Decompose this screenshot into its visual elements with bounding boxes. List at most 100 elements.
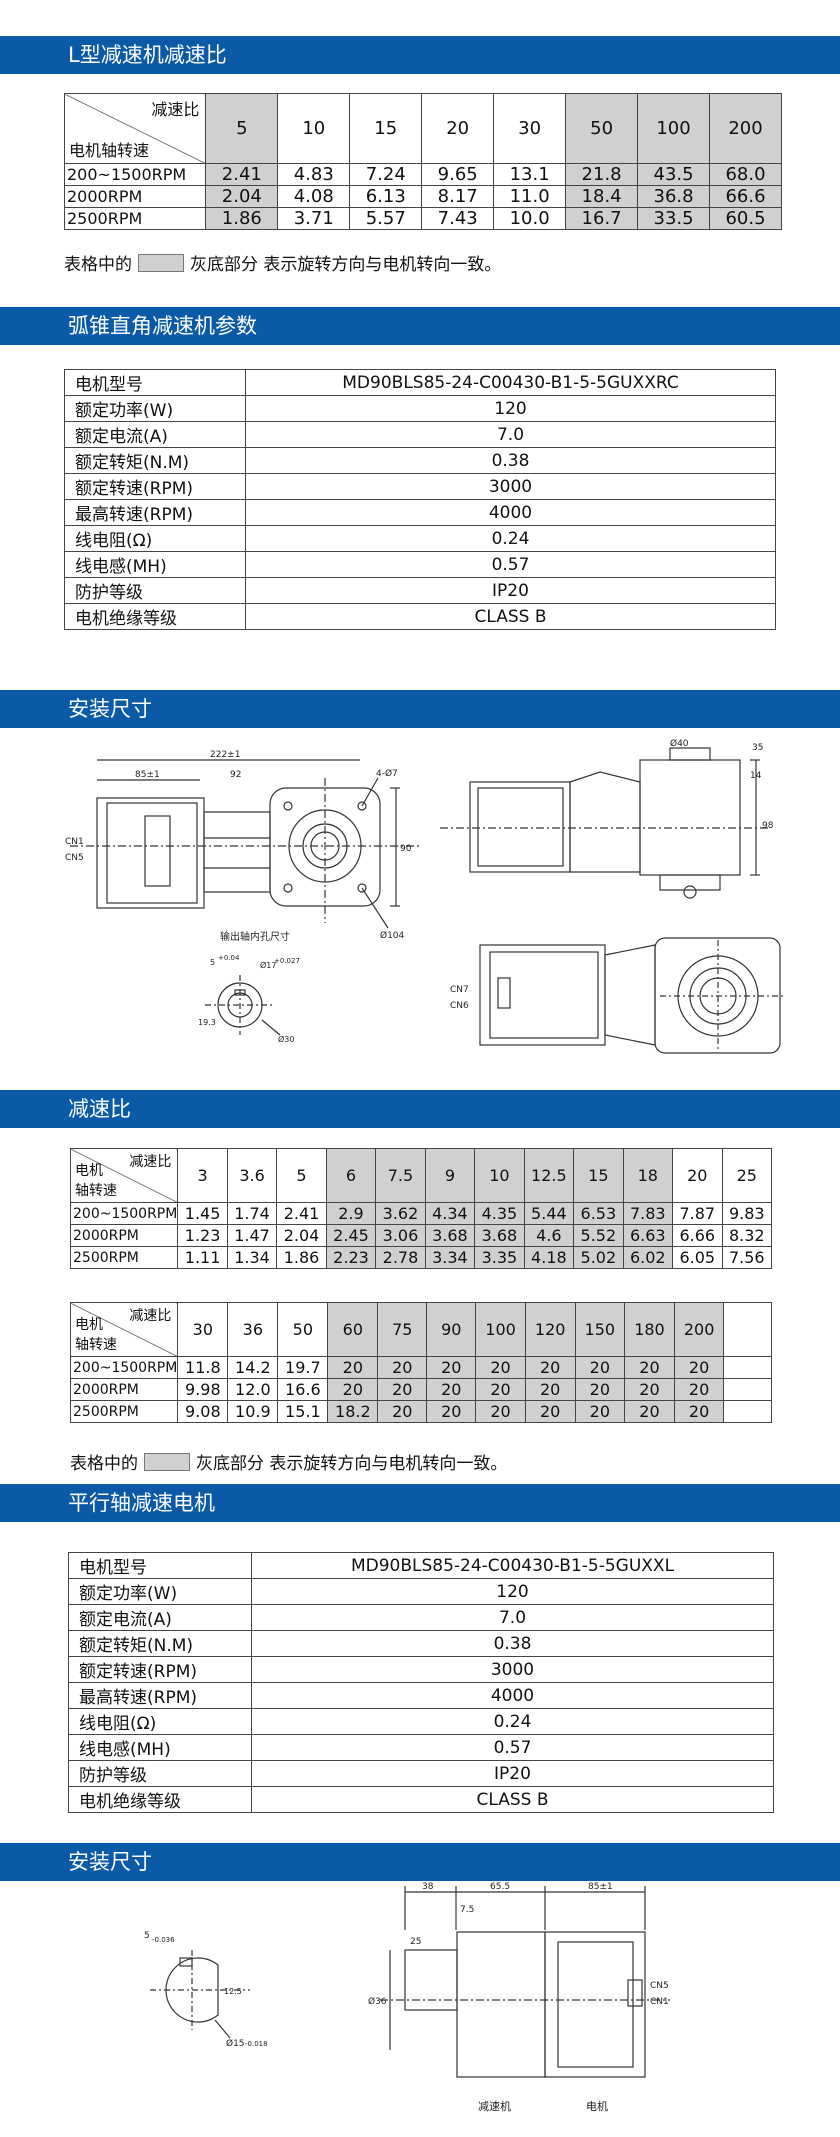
legend-note-2: 表格中的灰底部分 表示旋转方向与电机转向一致。 xyxy=(70,1449,507,1474)
ratio-value: 6.13 xyxy=(349,185,423,208)
ratio-header: 75 xyxy=(377,1302,428,1357)
spec-value: MD90BLS85-24-C00430-B1-5-5GUXXL xyxy=(251,1552,774,1579)
dim-85: 85±1 xyxy=(135,770,160,780)
drawing-parallel-side: 38 65.5 85±1 7.5 25 Ø36 CN5 CN1 减速机 电机 xyxy=(368,1882,670,2113)
speed-label: 200~1500RPM xyxy=(69,1202,179,1225)
ratio-header: 15 xyxy=(349,93,423,164)
spec-key: 防护等级 xyxy=(68,1760,252,1787)
dim-key-5: 5 xyxy=(210,958,215,967)
ratio-value: 2.23 xyxy=(325,1246,377,1269)
ratio-value: 20 xyxy=(673,1400,725,1423)
table-row: 额定转速(RPM)3000 xyxy=(64,473,776,500)
table-row: 线电感(MH)0.57 xyxy=(68,1734,774,1761)
speed-label: 2500RPM xyxy=(69,1400,179,1423)
ratio-value xyxy=(723,1400,772,1423)
ratio-value: 2.78 xyxy=(375,1246,426,1269)
section-header-l-ratio: L型减速机减速比 xyxy=(0,36,840,74)
dim-19-3: 19.3 xyxy=(198,1018,216,1027)
ratio-value: 20 xyxy=(624,1378,675,1401)
label-reducer: 减速机 xyxy=(478,2099,511,2113)
ratio-value: 2.41 xyxy=(276,1202,327,1225)
drawing-right-angle-front: 222±1 85±1 92 4-Ø7 90 Ø104 CN1 CN5 xyxy=(65,750,420,941)
ratio-header: 200 xyxy=(673,1302,725,1357)
dim-35: 35 xyxy=(752,743,763,753)
ratio-header: 50 xyxy=(565,93,639,164)
ratio-value: 5.44 xyxy=(523,1202,575,1225)
section-header-spec1: 弧锥直角减速机参数 xyxy=(0,307,840,345)
spec-value: CLASS B xyxy=(245,603,776,630)
spec-key: 额定转速(RPM) xyxy=(68,1656,252,1683)
ratio-value: 36.8 xyxy=(637,185,711,208)
dim-bore-17: Ø17 xyxy=(260,960,276,970)
ratio-value: 6.63 xyxy=(622,1224,674,1247)
ratio-value: 12.0 xyxy=(227,1378,279,1401)
note-prefix: 表格中的 xyxy=(64,255,132,275)
spec-value: CLASS B xyxy=(251,1786,774,1813)
ratio-value: 20 xyxy=(377,1356,428,1379)
ratio-value: 1.86 xyxy=(276,1246,327,1269)
ratio-header: 30 xyxy=(493,93,567,164)
ratio-value: 6.05 xyxy=(672,1246,723,1269)
spec-value: 3000 xyxy=(251,1656,774,1683)
section-header-spec2: 平行轴减速电机 xyxy=(0,1484,840,1522)
ratio-header: 20 xyxy=(672,1148,723,1203)
table-row: 线电阻(Ω)0.24 xyxy=(68,1708,774,1735)
ratio-value: 5.57 xyxy=(349,207,423,230)
table-row: 额定转矩(N.M)0.38 xyxy=(64,447,776,474)
section-header-ratio: 减速比 xyxy=(0,1090,840,1128)
ratio-value: 66.6 xyxy=(709,185,782,208)
ratio-value: 10.0 xyxy=(493,207,567,230)
ratio-value: 1.34 xyxy=(226,1246,278,1269)
ratio-value: 33.5 xyxy=(637,207,711,230)
spec-value: 0.38 xyxy=(245,447,776,474)
ratio-value: 1.11 xyxy=(177,1246,228,1269)
spec-value: 4000 xyxy=(251,1682,774,1709)
ratio-value: 3.68 xyxy=(474,1224,525,1247)
label-cn6: CN6 xyxy=(450,1001,469,1011)
ratio-value: 3.71 xyxy=(277,207,351,230)
spec-key: 额定电流(A) xyxy=(68,1604,252,1631)
ratio-value: 4.6 xyxy=(523,1224,575,1247)
dim-shaft-15: Ø15 xyxy=(226,2038,245,2049)
speed-label: 2000RPM xyxy=(69,1378,179,1401)
ratio-value: 20 xyxy=(377,1378,428,1401)
ratio-value: 1.86 xyxy=(205,207,279,230)
ratio-value: 20 xyxy=(377,1400,428,1423)
ratio-value: 20 xyxy=(673,1378,725,1401)
spec-key: 电机型号 xyxy=(64,369,246,396)
ratio-value: 13.1 xyxy=(493,163,567,186)
speed-label: 200~1500RPM xyxy=(63,163,207,186)
spec-value: IP20 xyxy=(245,577,776,604)
ratio-value: 20 xyxy=(327,1356,379,1379)
table-corner: 减速比 电机轴转速 xyxy=(69,1302,179,1357)
speed-label: 2000RPM xyxy=(63,185,207,208)
ratio-value: 7.56 xyxy=(721,1246,772,1269)
dim-holes: 4-Ø7 xyxy=(376,768,398,779)
ratio-value: 3.34 xyxy=(424,1246,476,1269)
ratio-value: 8.32 xyxy=(721,1224,772,1247)
table-row: 额定功率(W)120 xyxy=(68,1578,774,1605)
speed-label: 2500RPM xyxy=(69,1246,179,1269)
spec-key: 额定转矩(N.M) xyxy=(68,1630,252,1657)
label-cn5: CN5 xyxy=(65,853,84,863)
ratio-header: 10 xyxy=(474,1148,525,1203)
ratio-header: 6 xyxy=(325,1148,377,1203)
ratio-value: 20 xyxy=(426,1400,477,1423)
section-header-dims2: 安装尺寸 xyxy=(0,1843,840,1881)
ratio-value: 68.0 xyxy=(709,163,782,186)
ratio-value: 3.62 xyxy=(375,1202,426,1225)
ratio-value: 2.41 xyxy=(205,163,279,186)
ratio-value: 6.66 xyxy=(672,1224,723,1247)
spec-value: 0.57 xyxy=(245,551,776,578)
ratio-header: 100 xyxy=(475,1302,526,1357)
spec-value: 7.0 xyxy=(245,421,776,448)
ratio-value: 2.04 xyxy=(276,1224,327,1247)
ratio-value: 3.68 xyxy=(424,1224,476,1247)
